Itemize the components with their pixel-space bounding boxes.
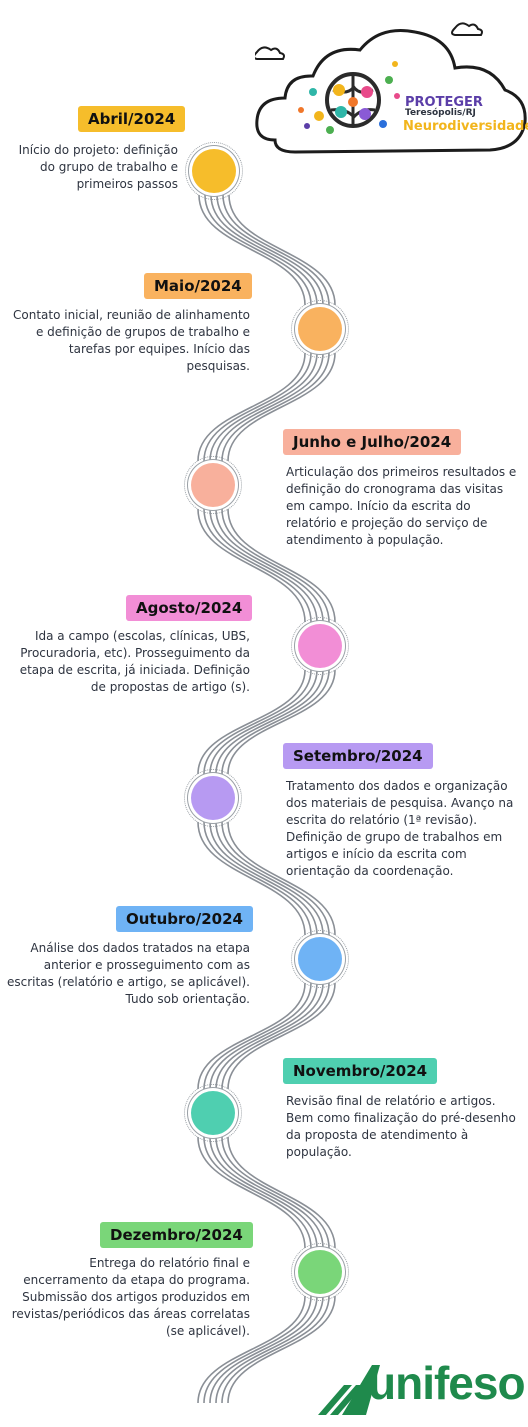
timeline-dot	[184, 769, 242, 827]
period-description: Articulação dos primeiros resultados e d…	[286, 465, 517, 547]
road-stripe	[203, 194, 312, 1404]
period-description: Análise dos dados tratados na etapa ante…	[7, 941, 250, 1006]
period-tag: Junho e Julho/2024	[283, 429, 462, 455]
cloud-logo	[255, 22, 527, 154]
timeline-dot	[184, 456, 242, 514]
period-tag: Agosto/2024	[126, 595, 253, 621]
period-description: Contato inicial, reunião de alinhamento …	[13, 308, 250, 373]
timeline-dot	[291, 617, 349, 675]
timeline-dot	[185, 142, 243, 200]
period-description: Revisão final de relatório e artigos. Be…	[286, 1094, 516, 1159]
period-description: Tratamento dos dados e organização dos m…	[286, 779, 514, 878]
period-tag: Abril/2024	[78, 106, 186, 132]
brand-title: PROTEGER	[405, 95, 483, 110]
road-stripe	[227, 194, 336, 1404]
period-tag: Outubro/2024	[116, 906, 253, 932]
brain-icon	[325, 72, 381, 128]
period-description: Entrega do relatório final e encerrament…	[11, 1256, 250, 1338]
timeline-dot	[291, 300, 349, 358]
period-description: Início do projeto: definição do grupo de…	[18, 143, 178, 191]
confetti-dots	[298, 61, 400, 134]
period-tag: Setembro/2024	[283, 743, 433, 769]
timeline-dot	[184, 1084, 242, 1142]
timeline-dot	[291, 930, 349, 988]
road-stripe	[209, 194, 318, 1404]
road-stripe	[197, 194, 306, 1404]
brand-theme: Neurodiversidade	[403, 119, 528, 134]
road-stripe	[215, 194, 324, 1404]
brand-location: Teresópolis/RJ	[405, 108, 476, 118]
unifeso-logo-mark	[318, 1365, 380, 1415]
period-tag: Maio/2024	[144, 273, 252, 299]
timeline-dot	[291, 1243, 349, 1301]
unifeso-logo-text: unifeso	[368, 1357, 526, 1409]
period-tag: Dezembro/2024	[100, 1222, 253, 1248]
road-stripe	[221, 194, 330, 1404]
period-description: Ida a campo (escolas, clínicas, UBS, Pro…	[19, 629, 250, 694]
period-tag: Novembro/2024	[283, 1058, 438, 1084]
